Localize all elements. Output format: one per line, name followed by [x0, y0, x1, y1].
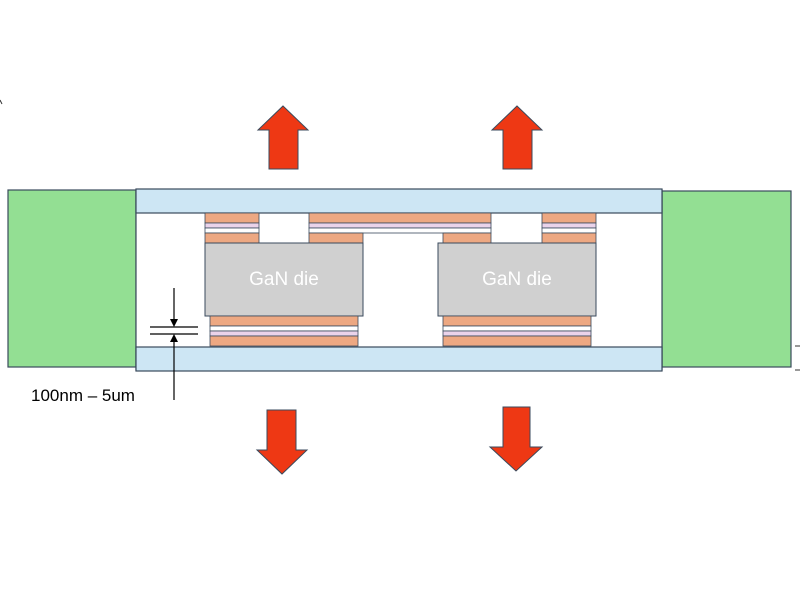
gan-die-right — [437, 242, 597, 317]
thickness-dimension-label: 100nm – 5um — [31, 386, 135, 405]
gan-die-left-label: GaN die — [249, 269, 319, 290]
heat-arrow-down-left — [255, 409, 309, 475]
top-stack-right — [541, 212, 597, 244]
top-stack-left — [204, 212, 260, 244]
bottom-stack-right — [442, 315, 592, 347]
top-substrate — [135, 188, 663, 214]
heat-arrow-down-right — [488, 406, 544, 472]
thickness-dimension-marker — [150, 288, 198, 400]
bottom-stack-left — [209, 315, 359, 347]
edge-mark-left — [0, 99, 3, 105]
heat-arrow-up-right — [490, 105, 544, 170]
right-heatsink-block — [661, 190, 792, 368]
bottom-substrate — [135, 346, 663, 372]
left-heatsink-block — [7, 189, 137, 368]
gan-die-right-label: GaN die — [482, 269, 552, 290]
top-stack-bridge — [308, 212, 492, 244]
gan-die-left — [204, 242, 364, 317]
heat-arrow-up-left — [256, 105, 310, 170]
